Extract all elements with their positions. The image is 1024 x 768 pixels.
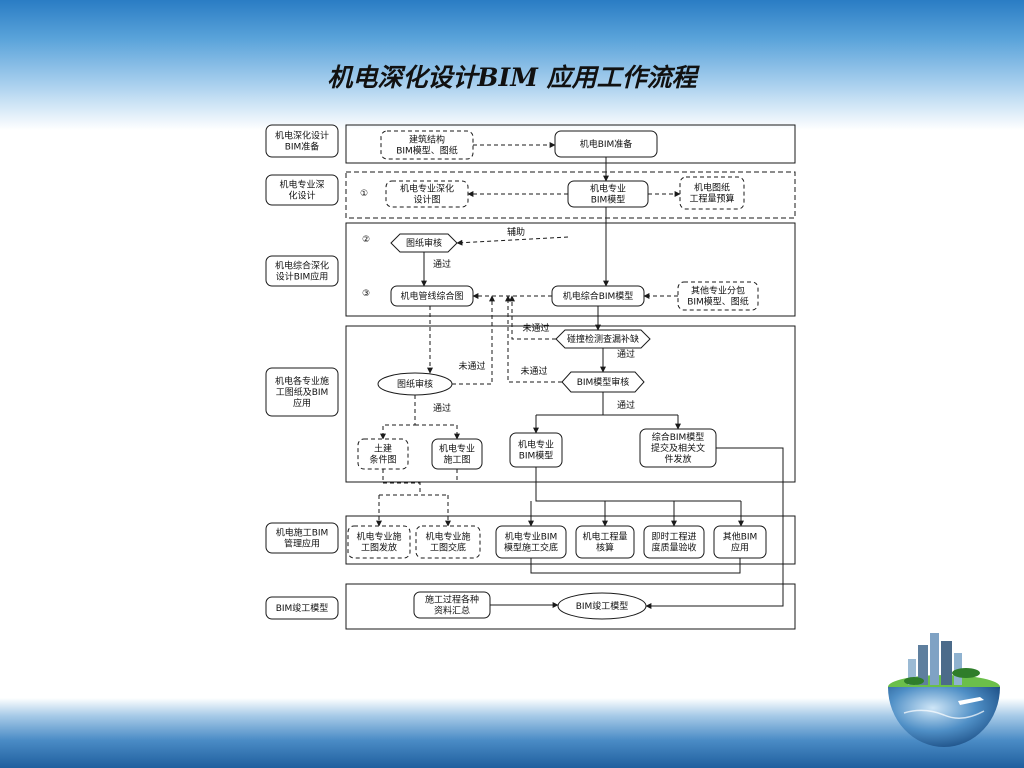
label-pass3: 通过	[433, 402, 451, 414]
page-title: 机电深化设计BIM 应用工作流程	[0, 58, 1024, 94]
model-review-label: BIM模型审核	[577, 376, 630, 388]
review1-label: 图纸审核	[406, 237, 442, 249]
label-num2: ②	[362, 235, 370, 245]
label-num3: ③	[362, 289, 370, 299]
mep-construct-label: 机电专业施工图	[439, 443, 475, 466]
budget-label: 机电图纸工程量预算	[689, 182, 734, 205]
issue-label: 机电专业施工图发放	[356, 531, 401, 554]
stage-label-3: 机电综合深化设计BIM应用	[275, 260, 329, 283]
connector-27	[536, 467, 741, 501]
connector-17	[415, 425, 457, 439]
label-assist: 辅助	[507, 226, 525, 238]
pipe-drawing-label: 机电管线综合图	[400, 290, 463, 302]
clash-label: 碰撞检测查漏补缺	[567, 333, 639, 345]
stage-label-6: BIM竣工模型	[276, 602, 329, 614]
handover-label: 机电专业施工图交底	[425, 531, 470, 554]
label-fail1: 未通过	[522, 322, 549, 334]
bottom-gradient-band	[0, 698, 1024, 768]
label-pass1: 通过	[433, 258, 451, 270]
progress-label: 即时工程进度质量验收	[651, 531, 696, 554]
stage-frame-4	[346, 326, 795, 482]
connector-16	[383, 395, 415, 439]
combined-model-label: 机电综合BIM模型	[563, 290, 634, 302]
review2-label: 图纸审核	[397, 378, 433, 390]
globe-city-logo	[884, 625, 1004, 765]
label-pass4: 通过	[617, 399, 635, 411]
label-fail3: 未通过	[520, 365, 547, 377]
label-pass2: 通过	[617, 348, 635, 360]
mep-prep-label: 机电BIM准备	[580, 138, 633, 150]
label-num1: ①	[360, 189, 368, 199]
final-model-label: BIM竣工模型	[576, 600, 629, 612]
label-fail2: 未通过	[458, 360, 485, 372]
connector-32	[531, 558, 740, 573]
